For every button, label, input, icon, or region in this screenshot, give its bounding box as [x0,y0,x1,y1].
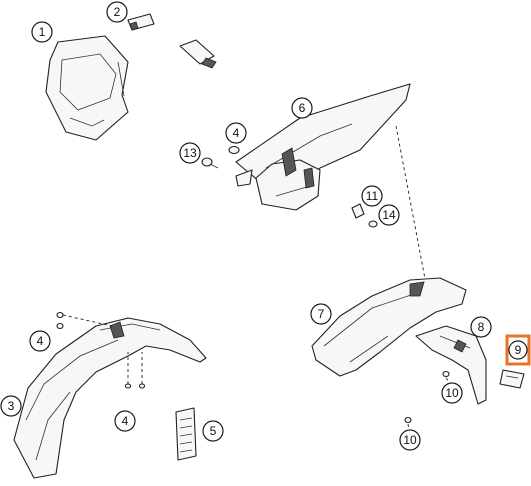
callout-8[interactable]: 8 [470,316,492,338]
callout-11[interactable]: 11 [361,185,383,207]
side-panel-part[interactable] [311,277,467,377]
rear-fender-part[interactable] [235,83,411,211]
svg-text:14: 14 [382,208,396,222]
screw-small-part[interactable] [368,220,378,228]
washer-part[interactable] [228,145,240,155]
svg-text:9: 9 [515,343,522,357]
svg-text:7: 7 [318,307,325,321]
callout-1[interactable]: 1 [31,21,53,43]
callout-5[interactable]: 5 [202,420,224,442]
svg-text:3: 3 [8,399,15,413]
callout-2[interactable]: 2 [106,1,128,23]
callout-3[interactable]: 3 [0,395,22,417]
front-fender-part[interactable] [13,317,207,479]
decal-part[interactable] [175,407,197,461]
leader-line [395,125,427,285]
reflector-part[interactable] [499,369,525,389]
callout-9-highlighted[interactable]: 9 [505,334,531,366]
svg-text:1: 1 [39,25,46,39]
nut-part[interactable] [351,203,365,219]
strap-part[interactable] [127,13,155,31]
callout-6[interactable]: 6 [291,97,313,119]
svg-text:10: 10 [445,386,459,400]
callout-7[interactable]: 7 [310,303,332,325]
callout-4-mid[interactable]: 4 [225,122,247,144]
screw-part[interactable] [201,157,219,169]
callout-10-lower[interactable]: 10 [399,429,421,451]
svg-text:11: 11 [366,189,379,203]
svg-text:4: 4 [122,414,129,428]
svg-text:4: 4 [37,334,44,348]
callout-10-upper[interactable]: 10 [441,382,463,404]
plate-holder-part[interactable] [415,325,487,405]
svg-text:6: 6 [299,101,306,115]
svg-text:4: 4 [233,126,240,140]
callout-14[interactable]: 14 [378,204,400,226]
screw-4-bottom[interactable] [124,352,146,389]
screw-10-upper[interactable] [442,370,452,385]
callout-13[interactable]: 13 [179,142,201,164]
svg-text:2: 2 [114,5,121,19]
svg-text:13: 13 [183,146,197,160]
callout-4-top[interactable]: 4 [29,330,51,352]
connector-part[interactable] [179,39,217,69]
headlight-mask-part[interactable] [45,35,129,141]
callout-4-bottom[interactable]: 4 [114,410,136,432]
screw-10-lower[interactable] [404,416,412,431]
screw-4-top[interactable] [56,311,113,330]
svg-text:10: 10 [403,433,417,447]
svg-text:8: 8 [478,320,485,334]
svg-text:5: 5 [210,424,217,438]
